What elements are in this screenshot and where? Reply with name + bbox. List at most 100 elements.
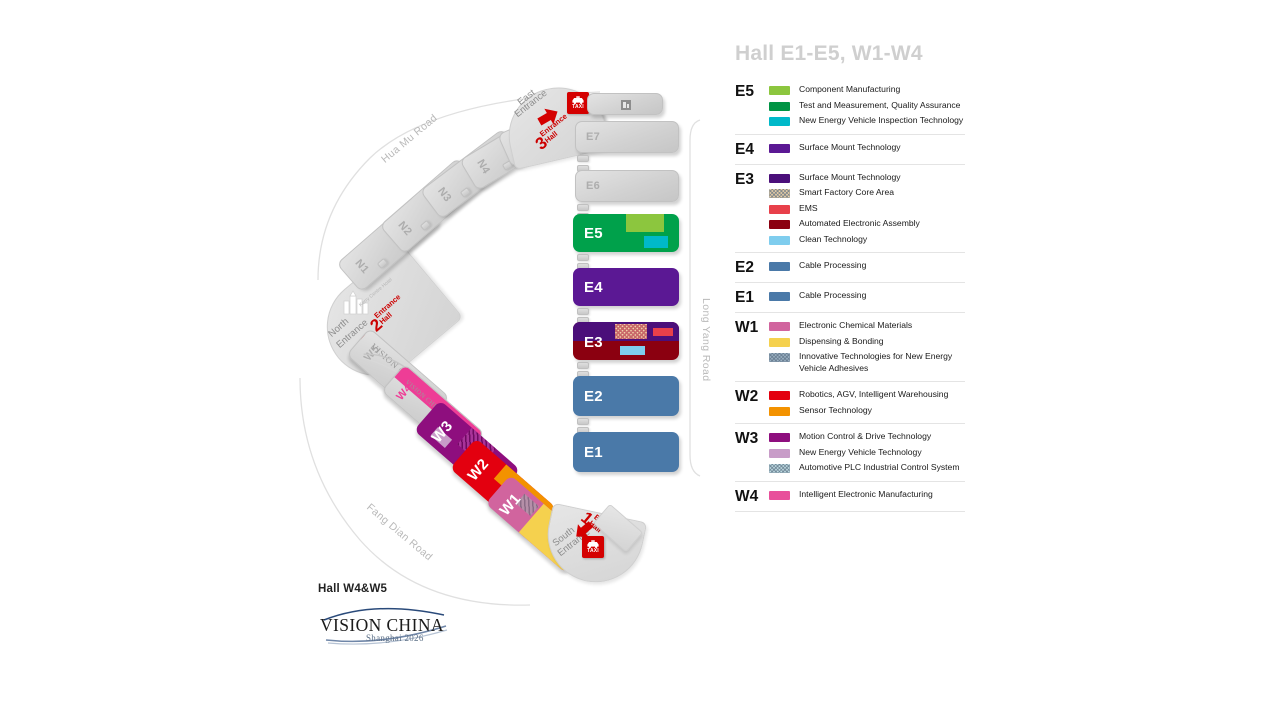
south-entrance-arrow-icon xyxy=(576,521,594,537)
hall-connector xyxy=(577,308,589,315)
hall-e4[interactable]: E4 xyxy=(573,268,679,306)
legend-swatch xyxy=(769,391,790,400)
legend-item-list: Surface Mount Technology xyxy=(769,142,965,157)
legend-item-label: Component Manufacturing xyxy=(799,84,901,94)
legend-swatch xyxy=(769,464,790,473)
legend-group-w4: W4 Intelligent Electronic Manufacturing xyxy=(735,482,965,512)
legend-item-label: EMS xyxy=(799,202,818,213)
legend-swatch xyxy=(769,235,790,245)
legend-item[interactable]: Test and Measurement, Quality Assurance xyxy=(769,100,965,112)
legend-hall-name: E1 xyxy=(735,289,754,306)
hall-top-annex[interactable] xyxy=(587,93,663,115)
legend-item[interactable]: Component Manufacturing xyxy=(769,84,965,96)
taxi-label: TAXI xyxy=(572,104,584,110)
legend-swatch xyxy=(769,433,790,442)
hall-e1-label: E1 xyxy=(584,443,603,461)
legend-swatch xyxy=(769,220,790,229)
hall-e1[interactable]: E1 xyxy=(573,432,679,472)
legend-item[interactable]: EMS xyxy=(769,203,965,215)
legend-item[interactable]: Automated Electronic Assembly xyxy=(769,218,965,230)
road-label-long-yang: Long Yang Road xyxy=(700,298,712,382)
hall-e6[interactable]: E6 xyxy=(575,170,679,202)
legend-item[interactable]: Smart Factory Core Area xyxy=(769,187,965,199)
taxi-car-icon xyxy=(587,540,599,549)
legend-swatch xyxy=(769,173,790,183)
legend-hall-name: E5 xyxy=(735,83,754,100)
legend-item[interactable]: Surface Mount Technology xyxy=(769,172,965,184)
legend-item-label: Clean Technology xyxy=(799,233,868,244)
hall-e7[interactable]: E7 xyxy=(575,121,679,153)
legend-item-label: New Energy Vehicle Inspection Technology xyxy=(799,115,964,125)
legend-item[interactable]: Clean Technology xyxy=(769,234,965,246)
legend-item[interactable]: Automotive PLC Industrial Control System xyxy=(769,462,965,474)
vision-china-wordmark: VISION CHINA xyxy=(320,615,444,635)
legend-item[interactable]: New Energy Vehicle Inspection Technology xyxy=(769,115,965,127)
legend-swatch xyxy=(769,353,790,362)
legend-item[interactable]: Electronic Chemical Materials xyxy=(769,320,965,332)
hall-connector xyxy=(577,254,589,261)
hall-e3-label: E3 xyxy=(584,334,603,351)
taxi-stand-south[interactable]: TAXI xyxy=(582,536,604,558)
legend-swatch xyxy=(769,337,790,347)
hall-e3-zone-clean-technology[interactable] xyxy=(620,346,645,355)
hall-connector xyxy=(577,204,589,211)
legend-item-label: Cable Processing xyxy=(799,260,867,270)
legend-item-label: Innovative Technologies for New Energy V… xyxy=(799,351,953,373)
legend-item-label: Cable Processing xyxy=(799,290,867,300)
hall-e3-zone-smart-factory-core[interactable] xyxy=(615,324,647,339)
legend-item-label: Test and Measurement, Quality Assurance xyxy=(799,99,961,110)
legend-item[interactable]: Cable Processing xyxy=(769,260,965,272)
legend-item[interactable]: Dispensing & Bonding xyxy=(769,336,965,348)
taxi-car-icon xyxy=(572,96,584,105)
hall-e5-zone-component-manufacturing[interactable] xyxy=(626,214,664,232)
legend-item[interactable]: Motion Control & Drive Technology xyxy=(769,431,965,443)
legend-item-label: Smart Factory Core Area xyxy=(799,187,895,197)
hall-n4-label: N4 xyxy=(474,157,493,177)
legend-item[interactable]: Robotics, AGV, Intelligent Warehousing xyxy=(769,389,965,401)
exhibition-floorplan-map: Hua Mu Road Long Yang Road Fang Dian Roa… xyxy=(299,77,712,645)
vision-china-subtitle: Shanghai 2026 xyxy=(366,633,424,643)
legend-item-label: Dispensing & Bonding xyxy=(799,335,884,346)
vision-china-swoosh-icon xyxy=(323,607,448,645)
legend-swatch xyxy=(769,86,790,95)
hall-w3-label: W3 xyxy=(428,417,457,447)
legend-group-e1: E1 Cable Processing xyxy=(735,283,965,313)
legend-swatch xyxy=(769,262,790,271)
legend-item-list: Intelligent Electronic Manufacturing xyxy=(769,489,965,504)
hall-e7-label: E7 xyxy=(586,131,601,143)
hall-e3[interactable]: E3 xyxy=(573,322,679,360)
legend-item-label: Electronic Chemical Materials xyxy=(799,320,913,330)
legend-swatch xyxy=(769,143,790,153)
legend-item-list: Cable Processing xyxy=(769,260,965,275)
hall-e3-zone-ems[interactable] xyxy=(653,328,673,336)
taxi-label: TAXI xyxy=(587,548,599,554)
hall-e5[interactable]: E5 xyxy=(573,214,679,252)
east-entrance-arrow-icon xyxy=(537,108,558,126)
legend-swatch xyxy=(769,448,790,458)
footer-hall-note: Hall W4&W5 xyxy=(318,583,388,595)
legend-item-label: Surface Mount Technology xyxy=(799,171,901,182)
legend-swatch xyxy=(769,117,790,126)
legend-item[interactable]: Surface Mount Technology xyxy=(769,142,965,154)
building-icon xyxy=(621,100,631,110)
legend-hall-name: W4 xyxy=(735,487,759,505)
hall-n2-label: N2 xyxy=(395,219,415,239)
hall-e5-zone-nev-inspection[interactable] xyxy=(644,236,668,248)
legend-item[interactable]: Cable Processing xyxy=(769,290,965,302)
legend-swatch xyxy=(769,322,790,331)
hall-e2[interactable]: E2 xyxy=(573,376,679,416)
legend-item-label: Motion Control & Drive Technology xyxy=(799,431,932,441)
legend-item[interactable]: Innovative Technologies for New Energy V… xyxy=(769,351,965,374)
legend-item[interactable]: Sensor Technology xyxy=(769,405,965,417)
legend-hall-name: W2 xyxy=(735,388,759,405)
taxi-stand-north[interactable]: TAXI xyxy=(567,92,589,114)
legend-item[interactable]: New Energy Vehicle Technology xyxy=(769,447,965,459)
legend-item[interactable]: Intelligent Electronic Manufacturing xyxy=(769,489,965,501)
